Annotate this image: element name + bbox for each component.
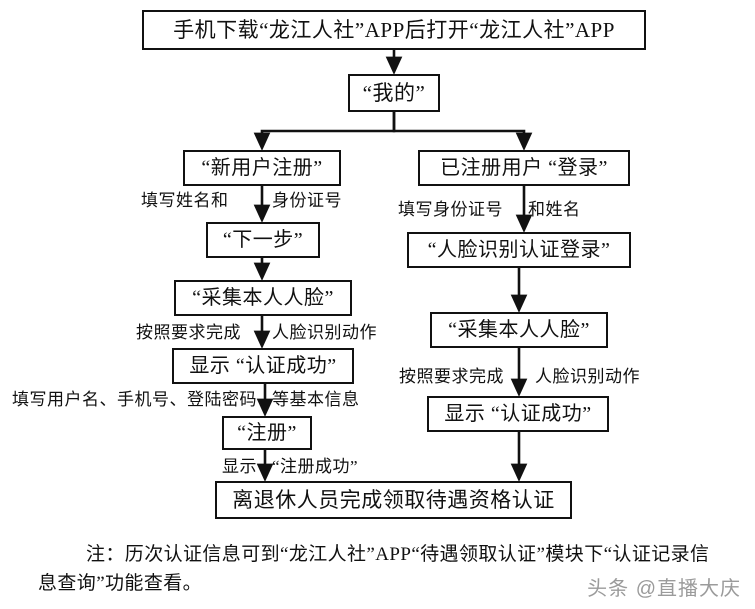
flow-node-n5: “采集本人人脸”	[174, 280, 352, 316]
flow-edge-label-e11: 按照要求完成	[399, 367, 504, 386]
watermark: 头条 @直播大庆	[587, 578, 741, 600]
flow-node-label: “我的”	[362, 80, 426, 105]
flow-edge-label-e2: 身份证号	[272, 191, 342, 210]
flow-node-label: 手机下载“龙江人社”APP后打开“龙江人社”APP	[173, 17, 615, 42]
flow-node-label: “采集本人人脸”	[448, 318, 590, 341]
flow-node-label: “新用户注册”	[201, 156, 323, 179]
flow-node-n10: “采集本人人脸”	[430, 312, 608, 348]
flow-edge-label-e5: 填写用户名、手机号、登陆密码	[12, 390, 257, 409]
flow-node-n11: 显示 “认证成功”	[427, 396, 609, 432]
flow-node-label: 离退休人员完成领取待遇资格认证	[232, 487, 555, 512]
flow-node-n12: 离退休人员完成领取待遇资格认证	[215, 481, 572, 519]
flow-edge-label-e10: 和姓名	[528, 200, 581, 219]
flow-edge-label-e9: 填写身份证号	[398, 200, 503, 219]
flow-node-label: 已注册用户 “登录”	[440, 156, 608, 179]
flow-node-label: 显示 “认证成功”	[189, 354, 337, 377]
flow-node-n8: 已注册用户 “登录”	[418, 150, 630, 186]
flow-node-label: “人脸识别认证登录”	[427, 238, 611, 261]
flow-node-n2: “我的”	[348, 74, 440, 112]
flow-node-n4: “下一步”	[206, 222, 320, 258]
flow-edge-label-e8: “注册成功”	[272, 457, 359, 476]
flow-node-label: “注册”	[237, 421, 297, 444]
flow-node-label: “采集本人人脸”	[192, 286, 334, 309]
flow-node-n9: “人脸识别认证登录”	[407, 232, 631, 268]
flow-edge-label-e7: 显示	[222, 457, 257, 476]
flow-edge-label-e6: 等基本信息	[272, 390, 360, 409]
flow-node-n3: “新用户注册”	[183, 150, 341, 186]
flow-edge-label-e12: 人脸识别动作	[535, 367, 640, 386]
flow-node-n1: 手机下载“龙江人社”APP后打开“龙江人社”APP	[142, 10, 646, 50]
flow-edge-a3	[392, 112, 533, 151]
flow-edge-label-e1: 填写姓名和	[141, 191, 229, 210]
flow-edge-a2	[253, 112, 396, 151]
flow-edge-label-e4: 人脸识别动作	[272, 323, 377, 342]
flow-node-label: “下一步”	[222, 228, 304, 251]
footnote: 注：历次认证信息可到“龙江人社”APP“待遇领取认证”模块下“认证记录信息查询”…	[38, 544, 710, 595]
flow-edge-label-e3: 按照要求完成	[136, 323, 241, 342]
flow-node-label: 显示 “认证成功”	[444, 402, 592, 425]
flow-node-n7: “注册”	[222, 416, 312, 450]
flow-node-n6: 显示 “认证成功”	[172, 348, 354, 384]
